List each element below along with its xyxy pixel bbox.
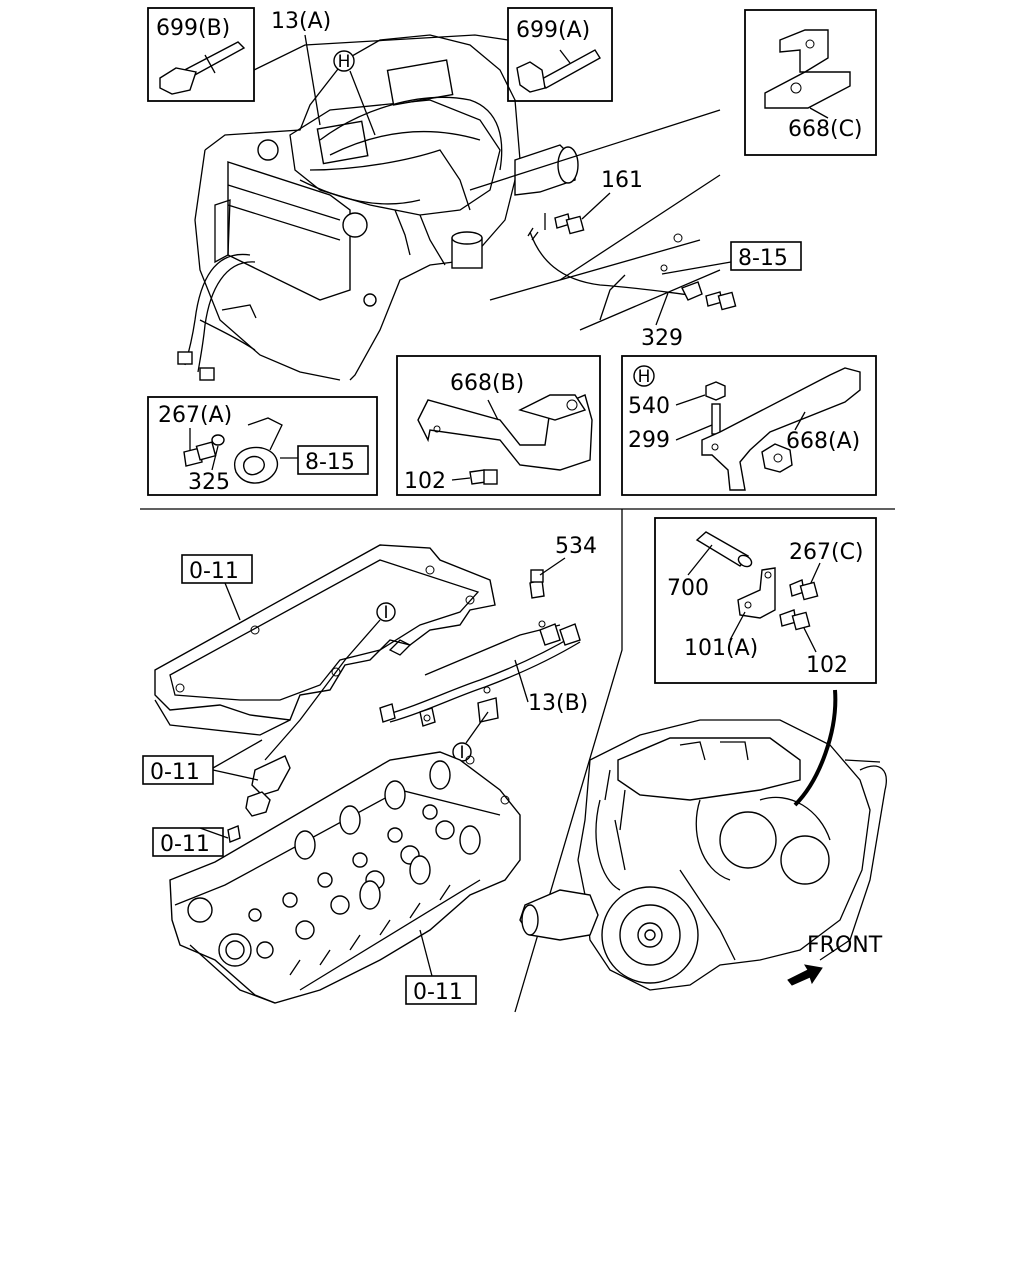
- reference-marker-h-box: [633, 365, 655, 387]
- part-label-299: 299: [628, 428, 670, 453]
- callout-700-detail: 700 267(C) 101(A) 102: [654, 517, 877, 684]
- small-bracket-illustration: [227, 755, 291, 843]
- part-label-699a: 699(A): [516, 18, 590, 43]
- section-divider-vertical: [514, 509, 623, 1013]
- ref-label-0-11-c: 0-11: [160, 832, 210, 857]
- rocker-cover-illustration: [154, 544, 496, 736]
- ref-box-0-11-d: 0-11: [405, 975, 477, 1005]
- ref-label-0-11-b: 0-11: [150, 760, 200, 785]
- callout-668b: 668(B) 102: [396, 355, 601, 496]
- part-label-668c: 668(C): [788, 117, 863, 142]
- reference-marker-i-top: [376, 602, 396, 622]
- part-label-699b: 699(B): [156, 16, 230, 41]
- part-label-102-c: 102: [806, 653, 848, 678]
- front-arrow-icon: [787, 964, 823, 986]
- part-label-102-b: 102: [404, 469, 446, 494]
- marker-i-low-label: I: [459, 743, 464, 763]
- part-label-13a: 13(A): [271, 9, 331, 34]
- marker-i-top-label: I: [383, 603, 388, 623]
- ref-box-0-11-a: 0-11: [181, 554, 253, 584]
- ref-label-0-11-d: 0-11: [413, 980, 463, 1005]
- engine-assembly-illustration: [519, 719, 887, 991]
- ref-label-8-15-top: 8-15: [738, 246, 788, 271]
- part-label-101a: 101(A): [684, 636, 758, 661]
- engine-harness-illustration: H: [177, 34, 737, 381]
- part-label-700: 700: [667, 576, 709, 601]
- callout-668c: 668(C): [744, 9, 877, 156]
- part-label-534: 534: [555, 534, 597, 559]
- part-label-668a: 668(A): [786, 429, 860, 454]
- front-label: FRONT: [807, 933, 883, 958]
- callout-699a: 699(A): [507, 7, 613, 102]
- part-label-540: 540: [628, 394, 670, 419]
- ref-box-0-11-b: 0-11: [142, 755, 214, 785]
- part-label-267c: 267(C): [789, 540, 864, 565]
- harness-13b-illustration: [379, 569, 581, 727]
- part-label-329: 329: [641, 326, 683, 351]
- cylinder-head-illustration: [169, 751, 521, 1004]
- reference-marker-h: [333, 50, 355, 72]
- marker-h-box-label: H: [638, 367, 651, 387]
- part-label-668b: 668(B): [450, 371, 524, 396]
- ref-label-8-15-box: 8-15: [305, 450, 355, 475]
- ref-box-8-15-top: 8-15: [730, 241, 802, 271]
- marker-h-label: H: [338, 52, 351, 72]
- part-label-267a: 267(A): [158, 403, 232, 428]
- part-label-13b: 13(B): [528, 691, 588, 716]
- callout-h-detail: H 540 299 668(A): [621, 355, 877, 496]
- ref-box-8-15: 8-15: [297, 445, 369, 475]
- callout-267a: 267(A) 325 8-15: [147, 396, 378, 496]
- part-label-161: 161: [601, 168, 643, 193]
- callout-699b: 699(B): [147, 7, 255, 102]
- part-label-325: 325: [188, 470, 230, 495]
- ref-label-0-11-a: 0-11: [189, 559, 239, 584]
